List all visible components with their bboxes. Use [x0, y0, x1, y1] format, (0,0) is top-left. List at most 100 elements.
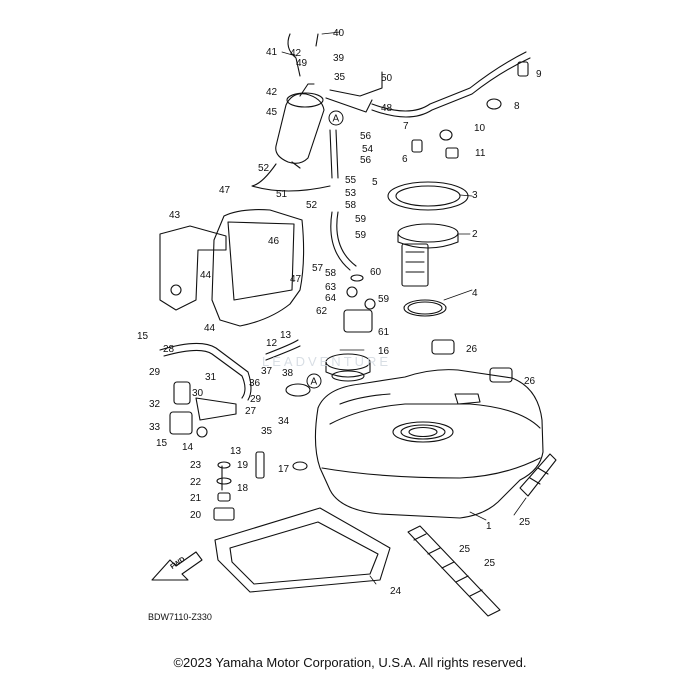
part-label: 26 — [466, 344, 478, 355]
part-label: 46 — [268, 236, 280, 247]
part-label: 28 — [163, 344, 175, 355]
part-label: 26 — [524, 376, 536, 387]
part-label: 58 — [325, 268, 337, 279]
part-label: 25 — [519, 517, 531, 528]
part-label: 45 — [266, 107, 278, 118]
part-label: 20 — [190, 510, 202, 521]
part-label: 39 — [333, 53, 345, 64]
part-label: 64 — [325, 293, 337, 304]
rollover-valve — [343, 274, 376, 333]
part-label: 6 — [402, 154, 408, 165]
part-label: 32 — [149, 399, 161, 410]
leader-lines — [281, 31, 527, 585]
part-label: 4 — [472, 288, 478, 299]
part-label: 47 — [290, 274, 302, 285]
part-label: 38 — [282, 368, 294, 379]
part-label: 29 — [149, 367, 161, 378]
part-label: 36 — [249, 378, 261, 389]
clamps — [411, 61, 529, 159]
part-label: 15 — [137, 331, 149, 342]
diagram-code: BDW7110-Z330 — [148, 612, 212, 622]
part-label: 42 — [290, 48, 302, 59]
part-label: 59 — [378, 294, 390, 305]
part-label: 35 — [334, 72, 346, 83]
part-label: 17 — [278, 464, 290, 475]
mounting-hardware — [213, 451, 308, 521]
part-label: 22 — [190, 477, 202, 488]
part-label: 50 — [381, 73, 393, 84]
part-label: 52 — [258, 163, 270, 174]
part-label: 59 — [355, 230, 367, 241]
part-label: 59 — [355, 214, 367, 225]
part-labels: 40 39 41 42 49 35 50 42 48 9 8 45 56 7 1… — [137, 28, 542, 597]
part-label: 27 — [245, 406, 257, 417]
canister — [275, 83, 325, 169]
part-label: 63 — [325, 282, 337, 293]
part-label: 54 — [362, 144, 374, 155]
part-label: 24 — [390, 586, 402, 597]
copyright-notice: ©2023 Yamaha Motor Corporation, U.S.A. A… — [173, 655, 527, 670]
fwd-arrow — [151, 551, 203, 581]
part-label: 47 — [219, 185, 231, 196]
fuel-tank — [314, 369, 544, 519]
part-label: 51 — [276, 189, 288, 200]
callout-a-label-top: A — [333, 114, 340, 125]
part-label: 53 — [345, 188, 357, 199]
part-label: 29 — [250, 394, 262, 405]
part-label: 13 — [280, 330, 292, 341]
part-label: 2 — [472, 229, 478, 240]
part-label: 16 — [378, 346, 390, 357]
part-label: 56 — [360, 155, 372, 166]
part-label: 41 — [266, 47, 278, 58]
callout-a: A A — [306, 110, 344, 389]
fuel-hoses — [159, 33, 531, 401]
part-label: 14 — [182, 442, 194, 453]
part-label: 1 — [486, 521, 492, 532]
part-label: 35 — [261, 426, 273, 437]
valve-cluster — [169, 381, 311, 438]
part-label: 55 — [345, 175, 357, 186]
part-label: 40 — [333, 28, 345, 39]
fuel-cap — [325, 353, 371, 382]
part-label: 10 — [474, 123, 486, 134]
part-label: 57 — [312, 263, 324, 274]
part-label: 9 — [536, 69, 542, 80]
part-label: 15 — [156, 438, 168, 449]
part-label: 52 — [306, 200, 318, 211]
part-label: 58 — [345, 200, 357, 211]
part-label: 8 — [514, 101, 520, 112]
part-label: 18 — [237, 483, 249, 494]
part-label: 21 — [190, 493, 202, 504]
part-label: 48 — [381, 103, 393, 114]
part-label: 61 — [378, 327, 390, 338]
part-label: 30 — [192, 388, 204, 399]
part-label: 25 — [459, 544, 471, 555]
part-label: 12 — [266, 338, 278, 349]
part-label: 3 — [472, 190, 478, 201]
under-cover — [214, 507, 391, 593]
part-label: 37 — [261, 366, 273, 377]
part-label: 33 — [149, 422, 161, 433]
part-label: 44 — [200, 270, 212, 281]
part-label: 49 — [296, 58, 308, 69]
part-label: 25 — [484, 558, 496, 569]
part-label: 34 — [278, 416, 290, 427]
part-label: 19 — [237, 460, 249, 471]
watermark: LEADVENTURE — [262, 354, 392, 369]
part-label: 23 — [190, 460, 202, 471]
part-label: 62 — [316, 306, 328, 317]
straps — [407, 453, 557, 617]
part-label: 44 — [204, 323, 216, 334]
part-label: 11 — [475, 148, 486, 159]
part-label: 60 — [370, 267, 382, 278]
fuel-pump — [387, 181, 469, 317]
dampers — [431, 339, 513, 383]
part-label: 56 — [360, 131, 372, 142]
part-label: 31 — [205, 372, 217, 383]
part-label: 13 — [230, 446, 242, 457]
part-label: 43 — [169, 210, 181, 221]
callout-a-label-bottom: A — [311, 377, 318, 388]
part-label: 7 — [403, 121, 409, 132]
